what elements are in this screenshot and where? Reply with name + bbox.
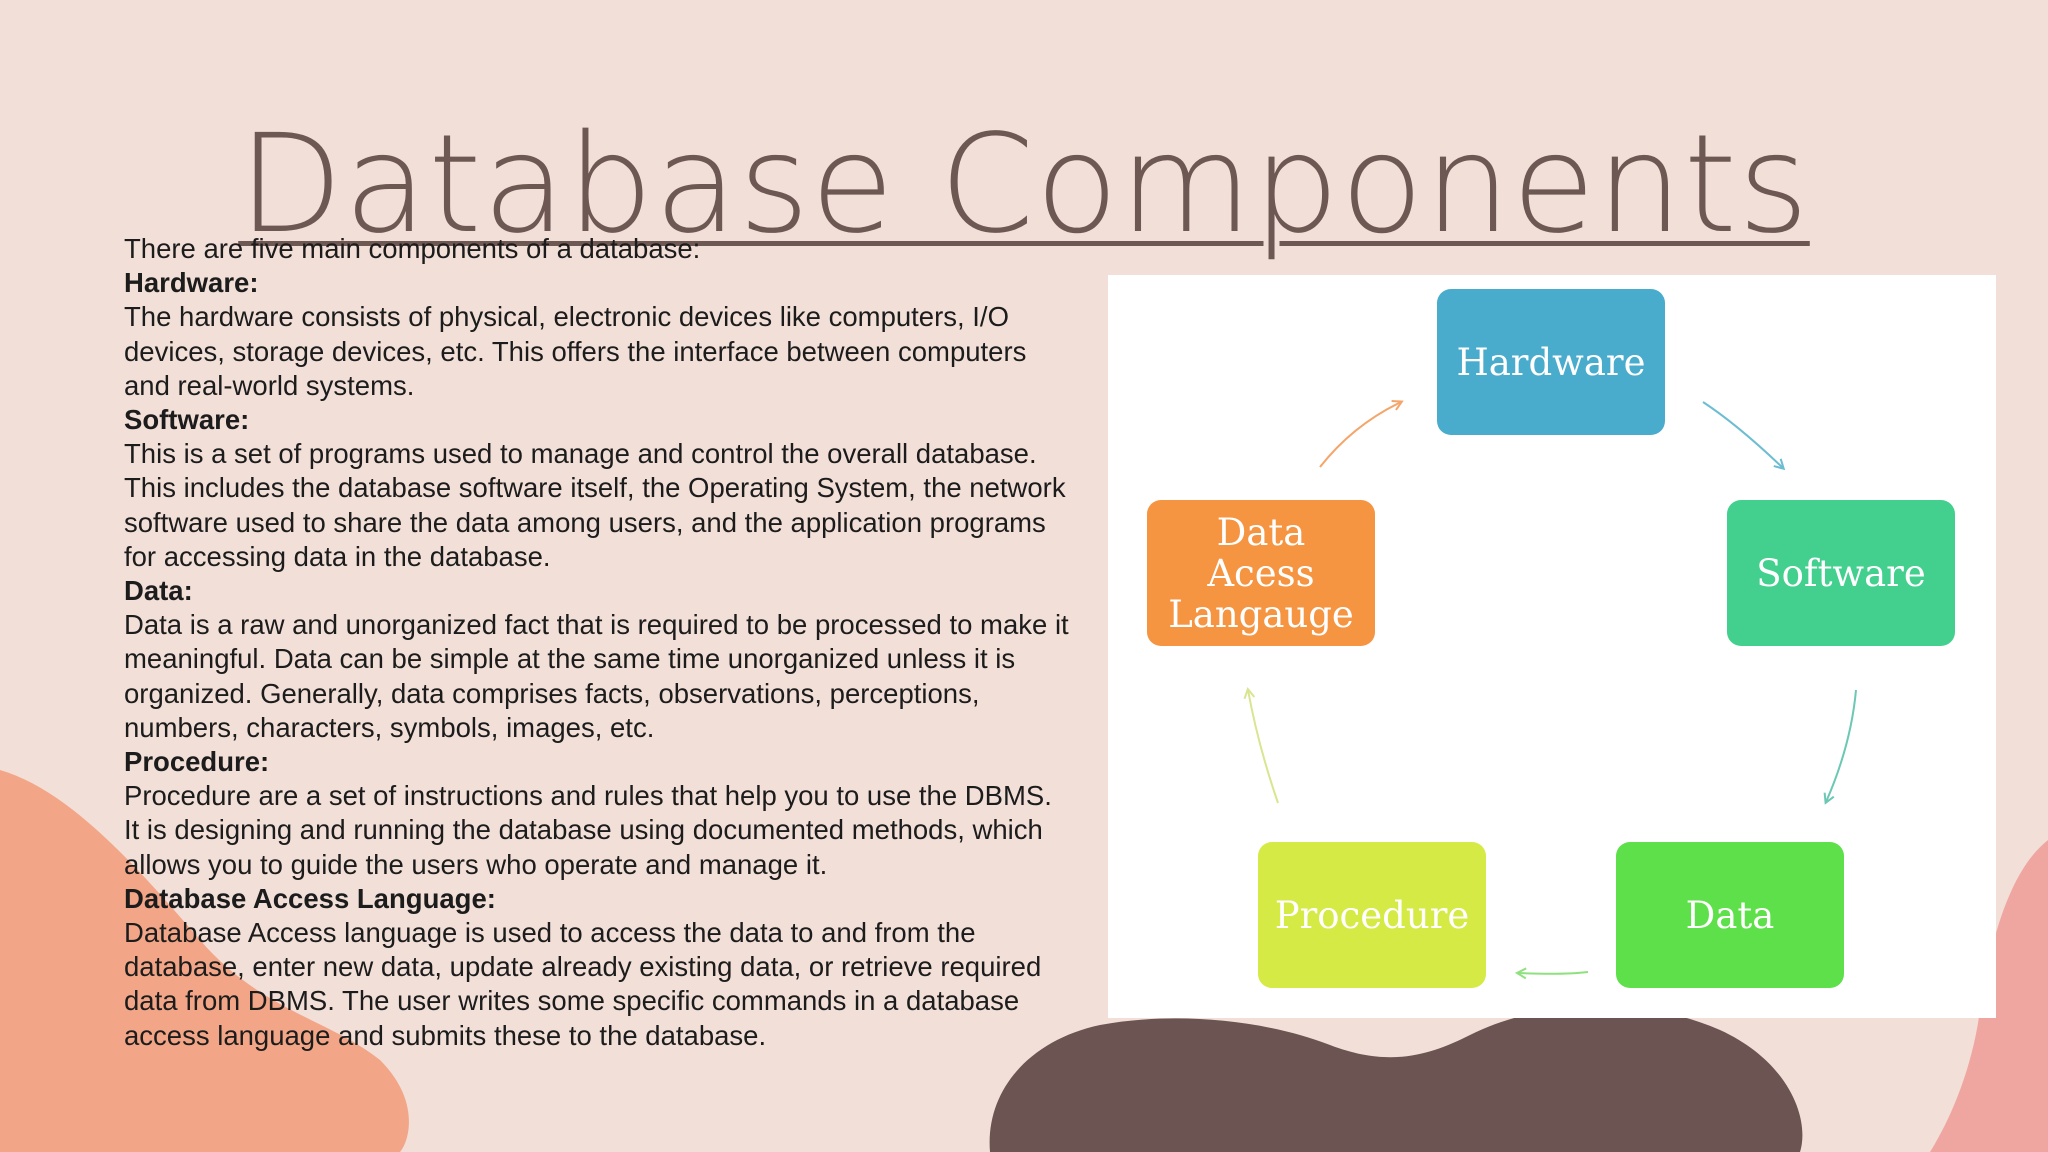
- node-data-access-language: Data Acess Langauge: [1147, 500, 1375, 646]
- node-data-label: Data: [1685, 893, 1775, 937]
- node-software-label: Software: [1756, 551, 1926, 595]
- section-heading-access-language: Database Access Language:: [124, 882, 496, 914]
- section-text-data: Data is a raw and unorganized fact that …: [124, 609, 1069, 743]
- section-heading-data: Data:: [124, 575, 193, 607]
- arrow-procedure-to-access: [1248, 690, 1279, 804]
- slide-title: Database Components: [238, 106, 1810, 265]
- node-procedure: Procedure: [1258, 842, 1486, 988]
- arrow-hardware-to-software: [1702, 401, 1783, 468]
- left-orange-blob: [0, 770, 409, 1152]
- center-dark-blob: [989, 1006, 1803, 1152]
- section-text-access-language: Database Access language is used to acce…: [124, 917, 1042, 1051]
- node-procedure-label: Procedure: [1274, 893, 1470, 937]
- node-hardware: Hardware: [1437, 289, 1665, 435]
- cycle-arrows: [1108, 275, 1857, 1018]
- arrow-data-to-procedure: [1518, 972, 1589, 974]
- diagram-panel: Hardware Software Data Procedure Data Ac…: [1108, 275, 1996, 1018]
- section-heading-procedure: Procedure:: [124, 746, 270, 778]
- node-data: Data: [1616, 842, 1844, 988]
- intro-text: There are five main components of a data…: [124, 233, 701, 264]
- section-text-software: This is a set of programs used to manage…: [124, 438, 1066, 572]
- section-heading-hardware: Hardware:: [124, 267, 259, 299]
- node-data-access-language-label: Data Acess Langauge: [1168, 510, 1354, 636]
- section-text-procedure: Procedure are a set of instructions and …: [124, 780, 1052, 880]
- arrow-access-to-hardware: [1319, 402, 1401, 468]
- arrow-software-to-data: [1826, 689, 1857, 802]
- node-software: Software: [1727, 500, 1955, 646]
- section-text-hardware: The hardware consists of physical, elect…: [124, 301, 1027, 401]
- body-text: There are five main components of a data…: [124, 232, 1074, 1053]
- node-hardware-label: Hardware: [1456, 340, 1646, 384]
- section-heading-software: Software:: [124, 404, 250, 436]
